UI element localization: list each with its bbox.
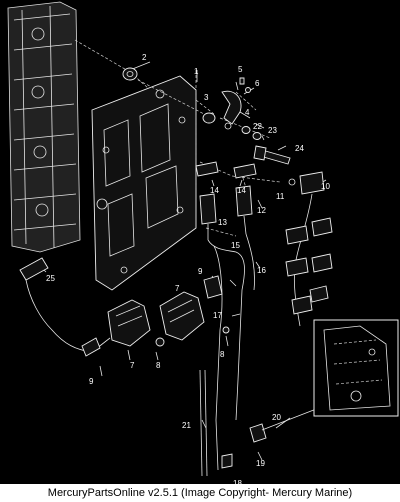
callout-22: 22 xyxy=(253,122,262,131)
inset-detail xyxy=(313,319,399,417)
ignition-coils xyxy=(107,275,230,347)
bolt-part xyxy=(253,145,291,165)
sensor-parts xyxy=(195,161,257,240)
callout-1: 1 xyxy=(194,67,199,76)
wiring-harness xyxy=(285,171,333,327)
callout-7b: 7 xyxy=(175,284,180,293)
callout-12: 12 xyxy=(257,206,266,215)
callout-15: 15 xyxy=(231,241,240,250)
callout-13: 13 xyxy=(218,218,227,227)
callout-23: 23 xyxy=(268,126,277,135)
callout-8a: 8 xyxy=(156,361,161,370)
callout-24: 24 xyxy=(295,144,304,153)
callout-7a: 7 xyxy=(130,361,135,370)
callout-25: 25 xyxy=(46,274,55,283)
callout-11: 11 xyxy=(276,192,285,201)
clamp-parts xyxy=(221,77,251,130)
callout-18: 18 xyxy=(233,479,242,484)
washer-parts xyxy=(122,67,262,140)
callout-14b: 14 xyxy=(237,186,246,195)
callout-17: 17 xyxy=(213,311,222,320)
spark-plug-wire xyxy=(19,257,111,357)
callout-9a: 9 xyxy=(89,377,94,386)
callout-21: 21 xyxy=(182,421,191,430)
callout-16: 16 xyxy=(257,266,266,275)
parts-diagram: 1 2 3 4 5 6 7 7 8 8 9 9 10 11 12 13 14 1… xyxy=(7,1,399,484)
callout-labels: 1 2 3 4 5 6 7 7 8 8 9 9 10 11 12 13 14 1… xyxy=(46,53,330,484)
engine-block xyxy=(7,1,81,253)
callout-4: 4 xyxy=(245,108,250,117)
callout-3: 3 xyxy=(204,93,209,102)
callout-20: 20 xyxy=(272,413,281,422)
callout-6: 6 xyxy=(255,79,260,88)
leader-lines xyxy=(39,39,327,461)
callout-8b: 8 xyxy=(220,350,225,359)
callout-10: 10 xyxy=(321,182,330,191)
callout-5: 5 xyxy=(238,65,243,74)
callout-9b: 9 xyxy=(198,267,203,276)
footer-caption: MercuryPartsOnline v2.5.1 (Image Copyrig… xyxy=(0,484,400,502)
mounting-plate xyxy=(91,75,197,291)
callout-2: 2 xyxy=(142,53,147,62)
hose-lines xyxy=(199,233,255,477)
callout-14a: 14 xyxy=(210,186,219,195)
callout-19: 19 xyxy=(256,459,265,468)
